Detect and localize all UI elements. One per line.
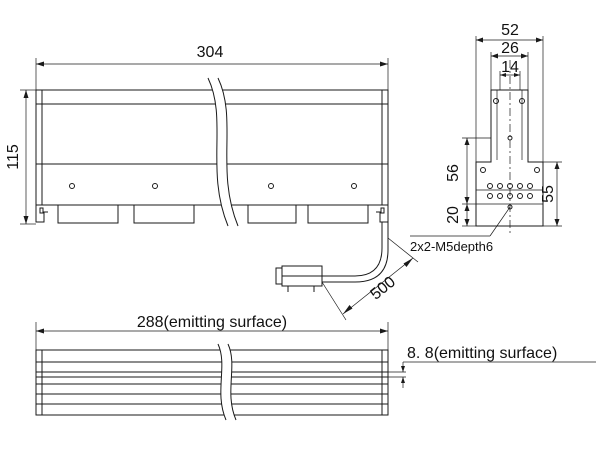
- screw-hole: [69, 183, 75, 189]
- break-mark: [217, 343, 237, 421]
- screw-hole: [351, 183, 357, 189]
- dim-52: 52: [475, 22, 544, 162]
- dim-115: 115: [5, 89, 36, 225]
- screw-hole: [152, 183, 158, 189]
- led-module: [307, 204, 369, 224]
- cable: [275, 222, 389, 292]
- dim-14: 14: [499, 59, 521, 90]
- dim-8-8: 8. 8(emitting surface): [388, 345, 596, 388]
- cable-500-label: 500: [367, 273, 399, 303]
- bottom-body: [35, 349, 389, 416]
- height-55-label: 55: [540, 185, 557, 203]
- dim-26: 26: [490, 40, 529, 90]
- width-26-label: 26: [501, 40, 519, 57]
- break-mark: [207, 77, 239, 227]
- led-module: [57, 204, 119, 224]
- led-module: [133, 204, 195, 224]
- dim-55: 55: [540, 161, 562, 227]
- mount-hole-label: 2x2-M5depth6: [410, 239, 493, 254]
- emitting-length-label: 288(emitting surface): [137, 314, 287, 331]
- width-14-label: 14: [501, 59, 519, 76]
- width-52-label: 52: [501, 22, 519, 39]
- height-115-label: 115: [5, 144, 22, 170]
- side-view: 52 26 14 56 20: [410, 22, 562, 254]
- front-body: [35, 89, 389, 206]
- led-module: [247, 204, 297, 224]
- dim-56-20: 56 20: [445, 137, 491, 227]
- bottom-view: 288(emitting surface) 8. 8(emitting sur: [35, 314, 596, 421]
- height-56-label: 56: [445, 164, 462, 182]
- dim-304: 304: [35, 44, 389, 90]
- screw-hole: [268, 183, 274, 189]
- front-view: 304 115: [5, 44, 419, 321]
- width-304-label: 304: [197, 44, 224, 61]
- mount-hole-callout: 2x2-M5depth6: [410, 206, 511, 254]
- side-profile: [475, 89, 544, 227]
- emitting-width-label: 8. 8(emitting surface): [407, 345, 557, 362]
- dim-288: 288(emitting surface): [35, 314, 389, 350]
- height-20-label: 20: [445, 206, 462, 224]
- dim-500: 500: [321, 237, 419, 321]
